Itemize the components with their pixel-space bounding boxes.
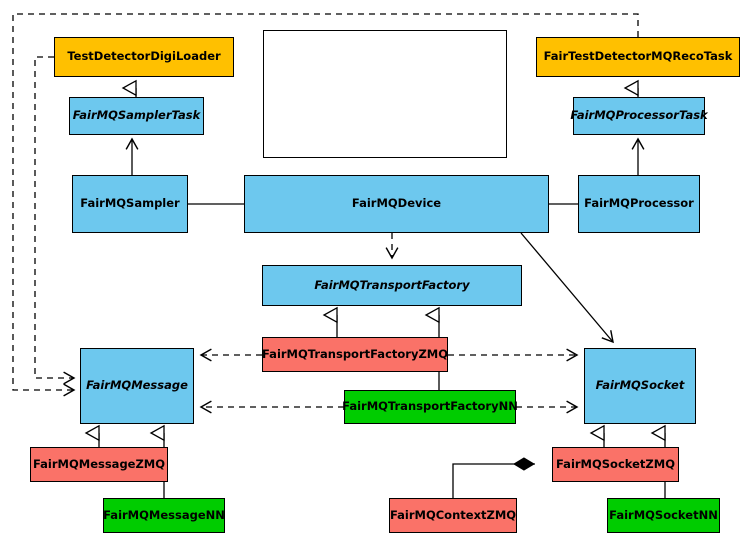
legend <box>263 30 507 158</box>
class-label: FairMQSocket <box>595 378 685 393</box>
class-node-fairmq-transport-factory-nn[interactable]: FairMQTransportFactoryNN <box>342 390 518 424</box>
class-label: FairMQMessageZMQ <box>32 456 166 471</box>
edge-device-socket <box>520 232 614 344</box>
class-node-fairmq-processor[interactable]: FairMQProcessor <box>578 175 700 233</box>
class-node-fairmq-message-zmq[interactable]: FairMQMessageZMQ <box>30 447 168 482</box>
class-label: FairMQSocketZMQ <box>556 456 675 471</box>
class-node-test-detector-digi-loader[interactable]: TestDetectorDigiLoader <box>54 37 234 77</box>
class-label: FairTestDetectorMQRecoTask <box>543 49 733 64</box>
class-label: FairMQTransportFactoryZMQ <box>262 346 449 361</box>
edge-recotask-message <box>12 13 639 397</box>
class-label: FairMQDevice <box>351 196 442 211</box>
class-label: FairMQTransportFactory <box>314 277 470 292</box>
class-label: FairMQTransportFactoryNN <box>342 399 518 414</box>
class-node-fairmq-message-nn[interactable]: FairMQMessageNN <box>103 498 225 533</box>
edge-digiloader-message <box>34 56 76 385</box>
class-node-fairmq-socket-nn[interactable]: FairMQSocketNN <box>607 498 720 533</box>
class-label: FairMQMessageNN <box>103 507 225 522</box>
class-node-fairmq-sampler-task[interactable]: FairMQSamplerTask <box>69 97 204 135</box>
class-node-fairmq-sampler[interactable]: FairMQSampler <box>72 175 188 233</box>
class-node-fairmq-transport-factory-zmq[interactable]: FairMQTransportFactoryZMQ <box>262 337 448 372</box>
class-node-fairmq-processor-task[interactable]: FairMQProcessorTask <box>570 97 708 135</box>
class-node-fairmq-context-zmq[interactable]: FairMQContextZMQ <box>389 498 517 533</box>
class-label: TestDetectorDigiLoader <box>67 49 221 64</box>
class-label: FairMQMessage <box>86 378 188 393</box>
class-label: FairMQProcessor <box>584 196 694 211</box>
class-node-fairmq-socket[interactable]: FairMQSocket <box>584 348 696 424</box>
class-node-fairmq-message[interactable]: FairMQMessage <box>80 348 194 424</box>
class-label: FairMQSamplerTask <box>72 108 201 123</box>
class-node-fairtestdetector-mq-reco-task[interactable]: FairTestDetectorMQRecoTask <box>536 37 740 77</box>
class-label: FairMQSocketNN <box>609 507 718 522</box>
class-node-fairmq-transport-factory[interactable]: FairMQTransportFactory <box>262 265 522 306</box>
edge-contextzmq-socketzmq <box>452 457 535 498</box>
class-label: FairMQProcessorTask <box>570 108 708 123</box>
class-node-fairmq-device[interactable]: FairMQDevice <box>244 175 549 233</box>
class-label: FairMQSampler <box>80 196 180 211</box>
class-node-fairmq-socket-zmq[interactable]: FairMQSocketZMQ <box>552 447 679 482</box>
class-label: FairMQContextZMQ <box>389 507 517 522</box>
